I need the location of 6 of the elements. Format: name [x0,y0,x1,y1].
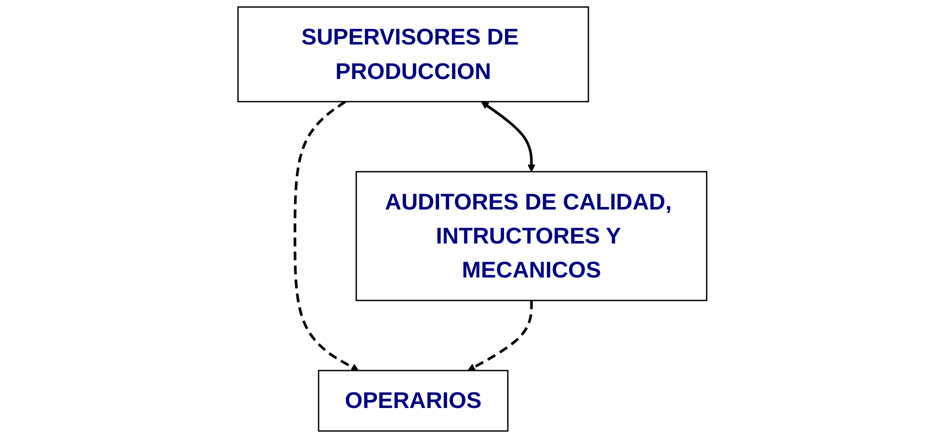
node-box: SUPERVISORES DE PRODUCCION [238,6,590,102]
arrow [468,300,533,371]
node-box: OPERARIOS [318,370,509,432]
arrow [294,100,359,371]
arrow [481,101,536,172]
node-box: AUDITORES DE CALIDAD, INTRUCTORES Y MECANICOS [356,171,708,302]
